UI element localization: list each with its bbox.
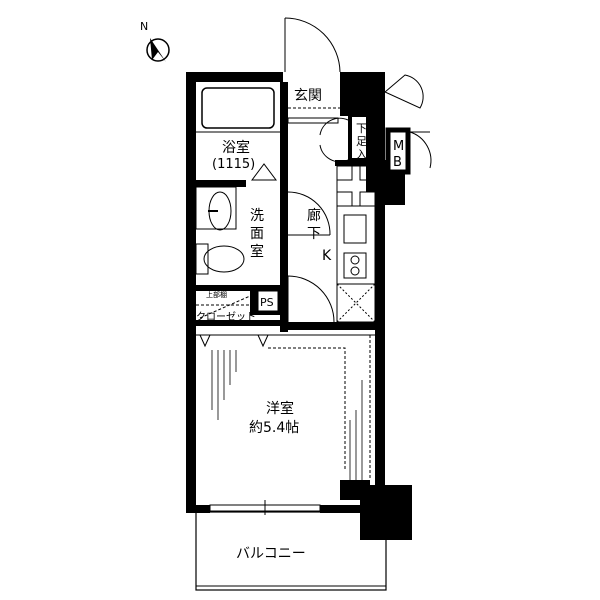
pipe-space	[257, 290, 279, 312]
balcony-label: バルコニー	[236, 546, 306, 562]
entrance-label: 玄関	[294, 87, 322, 104]
entrance: 玄関	[287, 87, 340, 124]
washroom-label-2: 面	[250, 226, 264, 242]
bath-label: 浴室	[222, 139, 250, 156]
washroom-label-1: 洗	[250, 208, 264, 224]
kitchen-counter	[336, 165, 376, 323]
shoe-storage-doors[interactable]	[319, 117, 349, 163]
north-arrow-icon: N	[140, 20, 170, 62]
bathroom: 浴室 (1115)	[196, 87, 280, 181]
shoe-storage-label-3: 入	[356, 148, 367, 161]
balcony: バルコニー	[195, 511, 387, 591]
hallway-label-2: 下	[307, 226, 321, 242]
mb-label-2: B	[393, 155, 402, 170]
walls	[186, 72, 412, 540]
hallway-label-1: 廊	[307, 207, 321, 224]
bathtub	[201, 87, 275, 129]
western-room-label: 洋室	[266, 400, 294, 417]
western-room-size: 約5.4帖	[249, 420, 299, 436]
shoe-storage-label-2: 足	[356, 135, 367, 148]
room-door[interactable]	[287, 275, 335, 323]
kitchen-label: K	[322, 248, 332, 264]
front-door[interactable]	[284, 17, 341, 73]
bath-size-label: (1115)	[212, 157, 255, 172]
kitchen-sink	[343, 214, 367, 244]
washroom: 洗 面 室	[195, 186, 264, 275]
washroom-door[interactable]	[287, 191, 331, 236]
upper-shelf-label: 上部棚	[206, 290, 227, 299]
mb-label-1: M	[393, 139, 404, 154]
meter-box: M B	[384, 74, 432, 175]
washroom-label-3: 室	[250, 243, 264, 260]
stove	[343, 252, 367, 279]
shoe-storage-label-1: 下	[356, 122, 367, 135]
toilet	[203, 245, 245, 273]
western-room: 洋室 約5.4帖	[196, 334, 375, 515]
compass-label: N	[140, 20, 148, 33]
closet-label: クローゼット	[196, 311, 256, 323]
ps-label: PS	[260, 296, 274, 309]
